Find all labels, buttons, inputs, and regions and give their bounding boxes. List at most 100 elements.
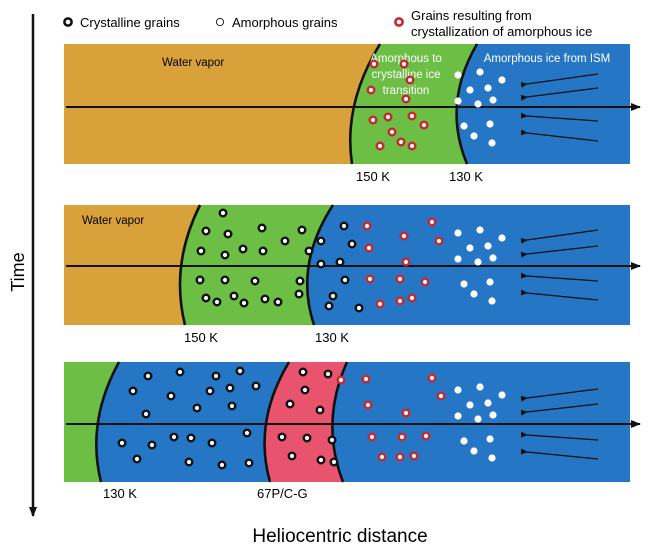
crystallized-grain (436, 391, 446, 401)
amorphous-grain (484, 242, 492, 250)
panel-1-boundary-label-150k: 150 K (356, 169, 390, 184)
crystallized-grain (366, 85, 376, 95)
crystalline-grain (141, 409, 151, 419)
amorphous-grain (466, 244, 474, 252)
crystalline-grain (235, 366, 245, 376)
crystalline-grain (147, 440, 157, 450)
amorphous-grain (498, 234, 506, 242)
crystallized-grain (395, 452, 405, 462)
panel-3: 130 K 67P/C-G (64, 361, 641, 501)
panel-3-comet-zone (264, 362, 347, 482)
legend-amorphous-marker (215, 17, 225, 27)
crystalline-grain (285, 399, 295, 409)
crystalline-grain (242, 428, 252, 438)
crystalline-grain (329, 457, 339, 467)
crystalline-grain (297, 225, 307, 235)
crystalline-grain (229, 291, 239, 301)
legend-amorphous-label: Amorphous grains (232, 15, 338, 30)
amorphous-grain (486, 435, 494, 443)
amorphous-grain (488, 139, 496, 147)
panel-3-grains (117, 366, 506, 470)
amorphous-grain (484, 399, 492, 407)
crystallized-grain (419, 120, 429, 130)
panel-3-ism-arrows (520, 388, 599, 460)
amorphous-grain (484, 84, 492, 92)
crystalline-grain (251, 381, 261, 391)
crystalline-grain (220, 250, 230, 260)
amorphous-grain (454, 412, 462, 420)
amorphous-grain (476, 68, 484, 76)
crystallized-grain (407, 293, 417, 303)
crystallized-grain (367, 432, 377, 442)
crystalline-grain (166, 391, 176, 401)
ism-arrow (520, 73, 599, 88)
crystalline-grain (211, 371, 221, 381)
ism-arrow (520, 431, 599, 441)
panel-2-grains (195, 208, 506, 313)
amorphous-grain (488, 297, 496, 305)
amorphous-grain (470, 290, 478, 298)
panel-2: Water vapor 150 K 130 K (64, 204, 641, 345)
heliocentric-distance-label: Heliocentric distance (252, 526, 427, 547)
legend-resulting-marker (394, 17, 404, 27)
ism-arrow (520, 403, 599, 416)
amorphous-grain (486, 278, 494, 286)
crystallized-grain (405, 75, 415, 85)
crystalline-grain (207, 438, 217, 448)
ism-arrow (520, 87, 599, 101)
ism-arrow (520, 245, 599, 258)
crystalline-grain (201, 293, 211, 303)
crystalline-grain (212, 297, 222, 307)
crystallized-grain (401, 257, 411, 267)
panel-1-water-vapor-label: Water vapor (162, 57, 224, 69)
crystalline-grain (218, 208, 228, 218)
crystalline-grain (195, 275, 205, 285)
crystalline-grain (315, 405, 325, 415)
ism-arrow (520, 112, 599, 122)
amorphous-grain (470, 447, 478, 455)
crystalline-grain (258, 246, 268, 256)
crystalline-grain (260, 294, 270, 304)
crystalline-grain (335, 257, 345, 267)
crystalline-grain (238, 244, 248, 254)
crystalline-grain (287, 451, 297, 461)
ism-arrow (520, 388, 599, 402)
crystalline-grain (304, 246, 314, 256)
crystallized-grain (383, 112, 393, 122)
crystalline-grain (277, 432, 287, 442)
amorphous-grain (454, 229, 462, 237)
crystallized-grain (369, 59, 379, 69)
panel-1-ism-label: Amorphous ice from ISM (484, 53, 611, 65)
amorphous-grain (476, 383, 484, 391)
legend-crystalline-label: Crystalline grains (80, 15, 180, 30)
crystalline-grain (316, 236, 326, 246)
crystalline-grain (223, 229, 233, 239)
amorphous-grain (488, 454, 496, 462)
crystalline-grain (300, 385, 310, 395)
crystalline-grain (323, 369, 333, 379)
amorphous-grain (489, 96, 497, 104)
crystalline-grain (316, 455, 326, 465)
time-axis-label: Time (8, 252, 28, 291)
amorphous-grain (474, 100, 482, 108)
amorphous-grain (466, 86, 474, 94)
crystalline-grain (184, 457, 194, 467)
ism-arrow (520, 229, 599, 244)
amorphous-grain (466, 401, 474, 409)
crystallized-grain (375, 299, 385, 309)
crystalline-grain (280, 236, 290, 246)
crystalline-grain (225, 383, 235, 393)
legend-resulting-label-line2: crystallization of amorphous ice (411, 24, 592, 39)
amorphous-grain (454, 97, 462, 105)
crystallized-grain (361, 374, 371, 384)
crystallized-grain (427, 217, 437, 227)
amorphous-grain (460, 437, 468, 445)
crystalline-grain (340, 275, 350, 285)
amorphous-grain (474, 415, 482, 423)
panel-3-boundary-130k (95, 361, 121, 483)
crystallized-grain (375, 141, 385, 151)
panel-1: Water vapor Amorphous to crystalline ice… (64, 43, 641, 184)
crystallized-grain (368, 115, 378, 125)
crystalline-grain (117, 438, 127, 448)
